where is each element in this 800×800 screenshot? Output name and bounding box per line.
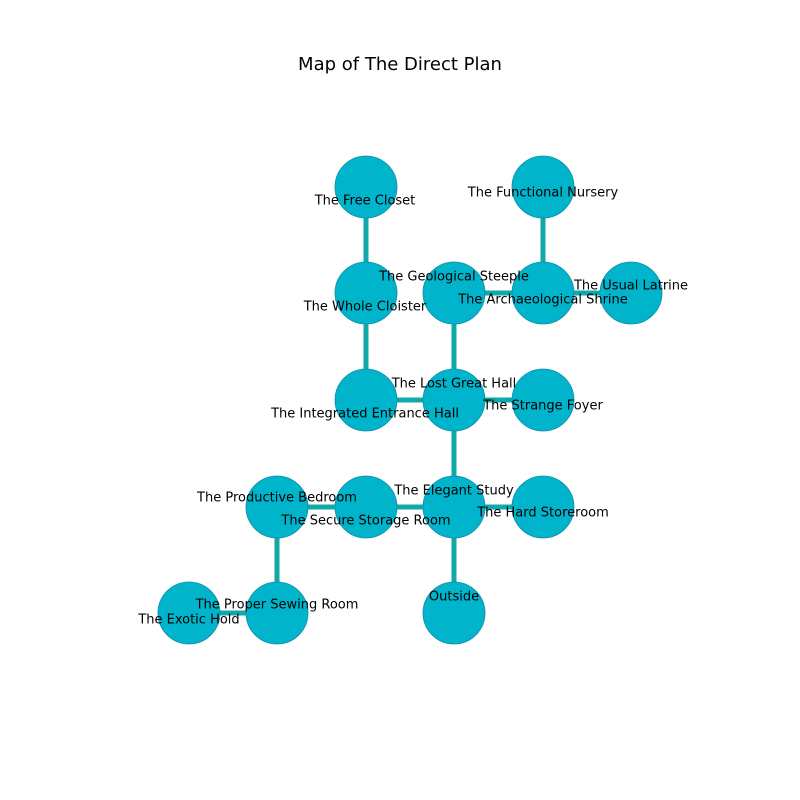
room-node-whole-cloister bbox=[334, 261, 398, 325]
room-label-strange-foyer: The Strange Foyer bbox=[482, 399, 603, 414]
room-label-whole-cloister: The Whole Cloister bbox=[303, 300, 427, 315]
room-node-strange-foyer bbox=[511, 368, 575, 432]
rooms-layer bbox=[157, 155, 663, 645]
room-label-proper-sewing-room: The Proper Sewing Room bbox=[195, 598, 359, 613]
room-label-secure-storage-room: The Secure Storage Room bbox=[280, 514, 450, 529]
room-label-integrated-entrance-hall: The Integrated Entrance Hall bbox=[270, 407, 459, 422]
room-label-functional-nursery: The Functional Nursery bbox=[467, 186, 619, 201]
room-label-outside: Outside bbox=[429, 590, 479, 605]
labels-layer: The Free Closet The Functional NurseryThe… bbox=[137, 186, 688, 628]
room-node-geological-steeple bbox=[422, 261, 486, 325]
room-node-functional-nursery bbox=[511, 155, 575, 219]
room-label-elegant-study: The Elegant Study bbox=[393, 484, 514, 499]
room-label-productive-bedroom: The Productive Bedroom bbox=[196, 491, 357, 506]
room-node-secure-storage-room bbox=[334, 475, 398, 539]
room-label-free-closet: The Free Closet bbox=[314, 194, 416, 209]
room-node-integrated-entrance-hall bbox=[334, 368, 398, 432]
room-label-hard-storeroom: The Hard Storeroom bbox=[476, 506, 609, 521]
diagram-title: Map of The Direct Plan bbox=[298, 54, 502, 75]
room-label-exotic-hold: The Exotic Hold bbox=[137, 613, 239, 628]
room-label-archaeological-shrine: The Archaeological Shrine bbox=[457, 293, 628, 308]
room-label-geological-steeple: The Geological Steeple bbox=[378, 270, 529, 285]
room-node-usual-latrine bbox=[599, 261, 663, 325]
room-label-lost-great-hall: The Lost Great Hall bbox=[391, 377, 517, 392]
room-node-lost-great-hall bbox=[422, 368, 486, 432]
room-node-proper-sewing-room bbox=[245, 581, 309, 645]
room-label-usual-latrine: The Usual Latrine bbox=[573, 279, 688, 294]
room-node-productive-bedroom bbox=[245, 475, 309, 539]
room-node-archaeological-shrine bbox=[511, 261, 575, 325]
room-node-elegant-study bbox=[422, 475, 486, 539]
room-node-free-closet bbox=[334, 155, 398, 219]
room-node-exotic-hold bbox=[157, 581, 221, 645]
room-node-hard-storeroom bbox=[511, 475, 575, 539]
room-node-outside bbox=[422, 581, 486, 645]
